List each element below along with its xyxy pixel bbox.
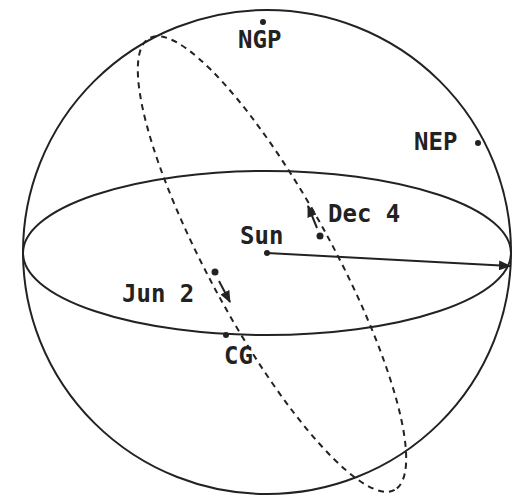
position-dot xyxy=(317,233,324,240)
pole-dot xyxy=(260,19,266,25)
orbit-ellipse xyxy=(95,9,449,495)
pole-label: NEP xyxy=(414,130,457,154)
sphere-outline xyxy=(23,10,511,494)
motion-arrow xyxy=(308,206,317,228)
equator-ellipse xyxy=(23,171,511,335)
sun-label: Sun xyxy=(240,224,283,248)
pole-dot xyxy=(475,140,481,146)
position-dot xyxy=(212,269,219,276)
pole-label: NGP xyxy=(238,28,281,52)
sun-dot xyxy=(264,250,270,256)
center-dot xyxy=(223,332,229,338)
direction-arrow xyxy=(267,253,510,266)
point-label: CG xyxy=(224,344,253,368)
date-label: Dec 4 xyxy=(328,202,400,226)
motion-arrow xyxy=(219,281,230,302)
date-label: Jun 2 xyxy=(122,282,194,306)
